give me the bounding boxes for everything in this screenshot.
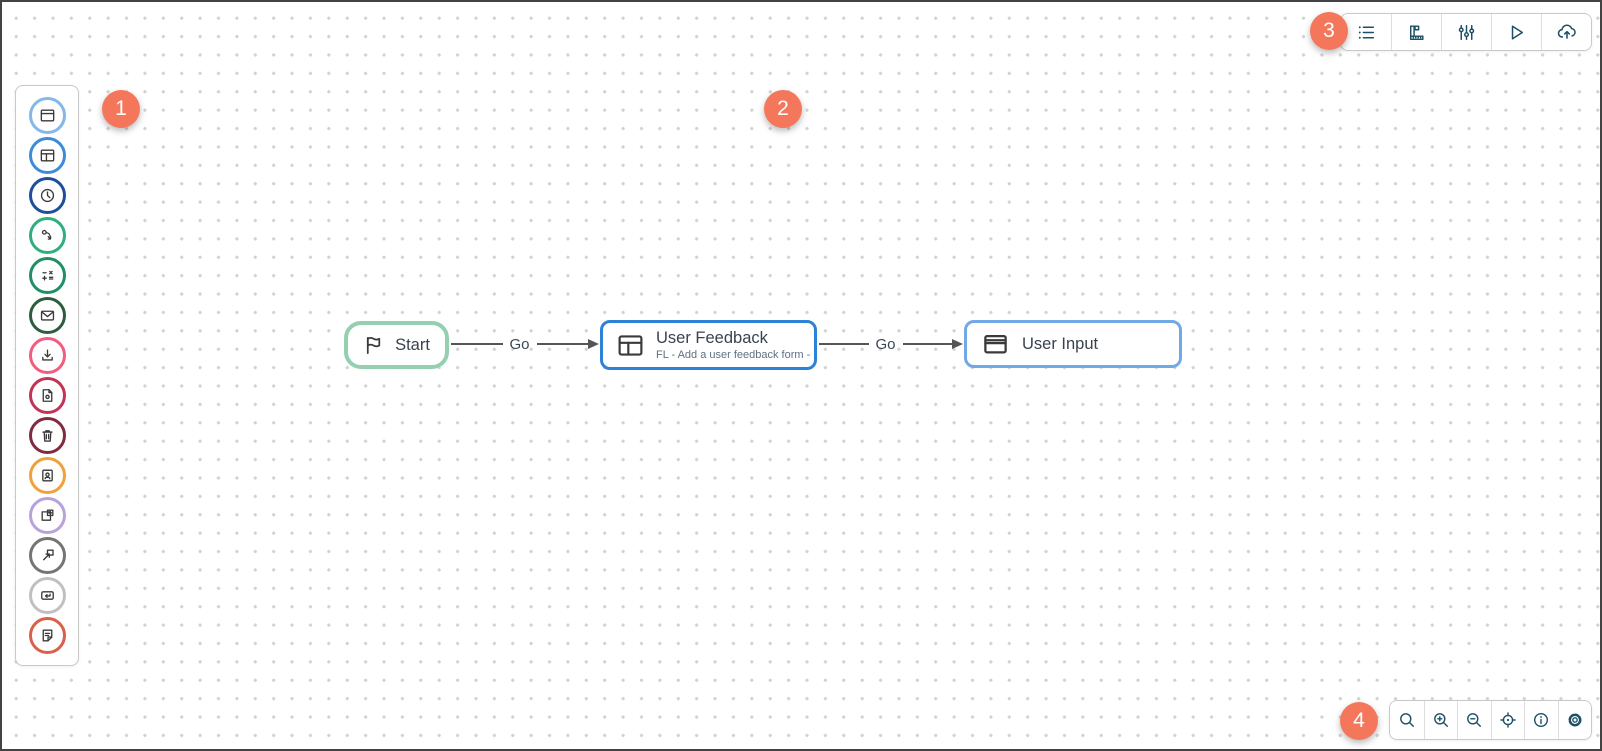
sliders-button[interactable] bbox=[1441, 14, 1491, 50]
settings-button[interactable] bbox=[1557, 701, 1591, 739]
target-icon bbox=[1500, 712, 1516, 728]
external-window-icon bbox=[42, 549, 54, 561]
edge-arrowhead bbox=[588, 339, 600, 349]
clock-icon bbox=[40, 188, 54, 203]
palette-item-enter-key[interactable] bbox=[28, 577, 66, 614]
window-header-icon bbox=[984, 334, 1007, 353]
envelope-icon bbox=[40, 310, 54, 321]
annotation-badge-1: 1 bbox=[102, 90, 140, 128]
zoom-out-icon bbox=[1467, 713, 1482, 727]
node-user-input[interactable]: User Input bbox=[964, 320, 1182, 368]
palette-item-frame-add[interactable] bbox=[28, 497, 66, 534]
search-button[interactable] bbox=[1390, 701, 1424, 739]
frames-icon bbox=[41, 509, 53, 521]
palette-item-download[interactable] bbox=[28, 337, 66, 374]
palette-item-timer[interactable] bbox=[28, 177, 66, 214]
list-icon bbox=[1358, 25, 1374, 39]
edge-line bbox=[819, 343, 869, 345]
palette-item-route[interactable] bbox=[28, 217, 66, 254]
edge-label: Go bbox=[509, 335, 530, 353]
badge-number: 4 bbox=[1353, 709, 1365, 732]
annotation-badge-2: 2 bbox=[764, 90, 802, 128]
badge-number: 2 bbox=[777, 97, 789, 120]
window-icon bbox=[40, 109, 54, 122]
enter-key-icon bbox=[40, 591, 54, 600]
node-title: User Input bbox=[1022, 334, 1099, 353]
id-card-icon bbox=[41, 469, 53, 482]
edge-label: Go bbox=[875, 335, 896, 353]
palette-item-contact-card[interactable] bbox=[28, 457, 66, 494]
node-start[interactable]: Start bbox=[344, 321, 449, 369]
palette-item-open-external[interactable] bbox=[28, 537, 66, 574]
edge-line bbox=[536, 343, 589, 345]
bottom-toolbar bbox=[1389, 700, 1592, 740]
palette-item-math[interactable] bbox=[28, 257, 66, 294]
node-palette bbox=[15, 85, 79, 666]
edge-arrowhead bbox=[952, 339, 964, 349]
palette-item-window[interactable] bbox=[28, 97, 66, 134]
layout-icon bbox=[40, 149, 54, 162]
edge-feedback-to-input[interactable]: Go bbox=[819, 333, 964, 355]
zoom-out-button[interactable] bbox=[1457, 701, 1491, 739]
layout-icon bbox=[618, 334, 643, 356]
download-icon bbox=[41, 349, 53, 361]
cloud-upload-icon bbox=[1557, 24, 1576, 39]
palette-item-delete[interactable] bbox=[28, 417, 66, 454]
edge-line bbox=[451, 343, 503, 345]
trash-icon bbox=[41, 430, 53, 442]
ruler-button[interactable] bbox=[1391, 14, 1441, 50]
run-button[interactable] bbox=[1491, 14, 1541, 50]
gear-icon bbox=[1568, 713, 1582, 727]
center-view-button[interactable] bbox=[1490, 701, 1524, 739]
sliders-icon bbox=[1458, 24, 1475, 40]
search-icon bbox=[1399, 713, 1414, 727]
list-button[interactable] bbox=[1341, 14, 1391, 50]
flag-icon bbox=[366, 336, 381, 354]
edge-start-to-feedback[interactable]: Go bbox=[451, 333, 600, 355]
ruler-icon bbox=[1409, 24, 1424, 40]
node-title: Start bbox=[395, 335, 430, 354]
zoom-in-icon bbox=[1433, 713, 1448, 727]
route-icon bbox=[41, 229, 51, 240]
upload-button[interactable] bbox=[1541, 14, 1591, 50]
play-icon bbox=[1511, 24, 1524, 40]
zoom-in-button[interactable] bbox=[1423, 701, 1457, 739]
info-button[interactable] bbox=[1524, 701, 1558, 739]
node-subtitle: FL - Add a user feedback form - bbox=[656, 348, 811, 361]
annotation-badge-3: 3 bbox=[1310, 12, 1348, 50]
palette-item-note[interactable] bbox=[28, 617, 66, 654]
node-title: User Feedback bbox=[656, 328, 768, 347]
badge-number: 3 bbox=[1323, 19, 1335, 42]
palette-item-email[interactable] bbox=[28, 297, 66, 334]
palette-item-form-layout[interactable] bbox=[28, 137, 66, 174]
edge-line bbox=[902, 343, 953, 345]
palette-item-file[interactable] bbox=[28, 377, 66, 414]
badge-number: 1 bbox=[115, 97, 127, 120]
top-toolbar bbox=[1340, 13, 1592, 51]
annotation-badge-4: 4 bbox=[1340, 702, 1378, 740]
note-icon bbox=[42, 629, 52, 642]
node-user-feedback[interactable]: User Feedback FL - Add a user feedback f… bbox=[600, 320, 817, 370]
info-icon bbox=[1534, 712, 1549, 728]
math-icon bbox=[41, 270, 53, 281]
file-icon bbox=[42, 389, 52, 402]
